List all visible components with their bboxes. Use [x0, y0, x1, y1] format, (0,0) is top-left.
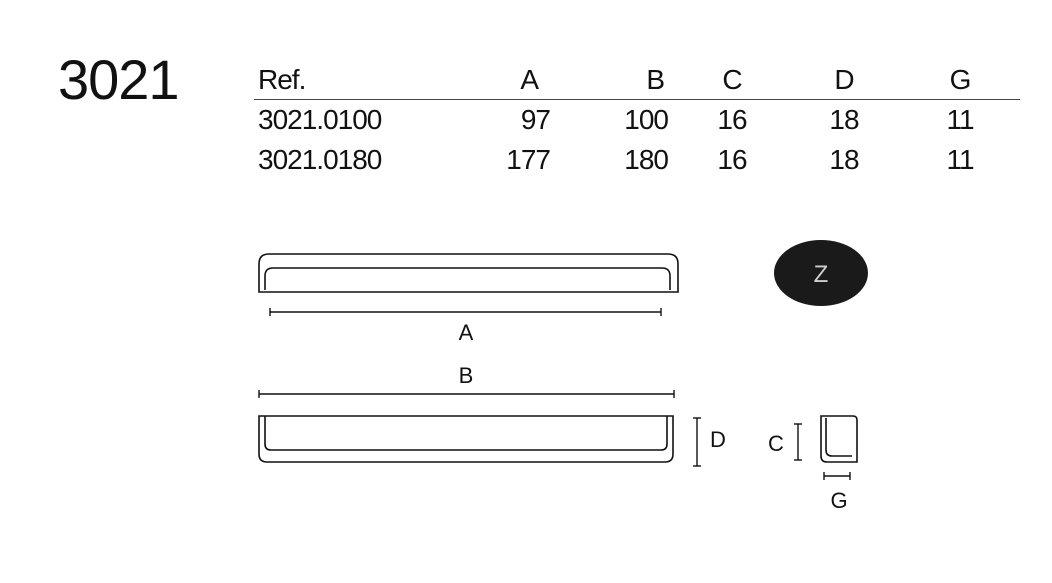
header-b: B — [550, 58, 676, 100]
dimension-b-line — [258, 390, 675, 398]
dimension-a-label: A — [459, 320, 474, 345]
cell-g: 11 — [946, 104, 974, 135]
finish-badge-shape — [774, 240, 868, 306]
cell-c: 16 — [717, 144, 747, 175]
cell-ref: 3021.0100 — [258, 104, 382, 135]
table-row: 3021.0180 177 180 16 18 11 — [254, 140, 1020, 180]
finish-badge-label: Z — [814, 261, 829, 288]
handle-side-profile — [820, 415, 858, 463]
cell-d: 18 — [829, 104, 859, 135]
cell-a: 97 — [520, 104, 551, 135]
header-d: D — [788, 58, 900, 100]
table-header-row: Ref. A B C D G — [254, 58, 1020, 100]
cell-b: 180 — [624, 144, 669, 175]
handle-top-view — [258, 253, 679, 293]
finish-badge: Z — [774, 240, 868, 306]
dimension-g-label: G — [830, 488, 847, 513]
dimensions-table: Ref. A B C D G 3021.0100 97 100 16 18 11… — [254, 58, 1020, 180]
cell-b: 100 — [624, 104, 669, 135]
model-number: 3021 — [58, 48, 180, 111]
dimension-d-line — [693, 417, 701, 467]
dimension-g-line — [823, 472, 851, 480]
handle-front-view — [258, 415, 674, 463]
header-a: A — [486, 58, 550, 100]
dimension-b-label: B — [459, 363, 474, 388]
dimension-a-line — [269, 308, 662, 316]
header-ref: Ref. — [254, 58, 486, 100]
table-row: 3021.0100 97 100 16 18 11 — [254, 100, 1020, 141]
cell-d: 18 — [829, 144, 859, 175]
cell-ref: 3021.0180 — [258, 144, 382, 175]
cell-g: 11 — [946, 144, 974, 175]
header-c: C — [676, 58, 788, 100]
dimension-c-label: C — [768, 431, 784, 456]
dimension-c-line — [794, 423, 802, 461]
header-g: G — [900, 58, 1020, 100]
cell-a: 177 — [506, 144, 551, 175]
dimension-d-label: D — [710, 427, 726, 452]
cell-c: 16 — [717, 104, 747, 135]
